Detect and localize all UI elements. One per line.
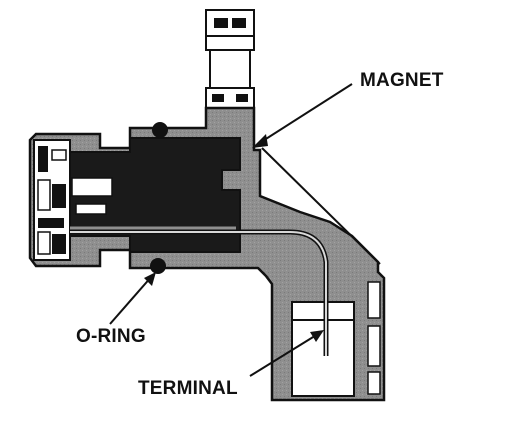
- terminal-wire: [70, 229, 329, 356]
- o-ring-label: O-RING: [76, 326, 146, 347]
- terminal-label: TERMINAL: [138, 378, 238, 399]
- leader-lines: [109, 83, 381, 377]
- lower-stem: [291, 281, 381, 397]
- o-rings: [150, 122, 168, 274]
- magnet-label: MAGNET: [360, 70, 444, 91]
- connector-housing: [33, 139, 71, 261]
- sensor-core: [69, 137, 241, 253]
- upper-stub: [205, 9, 255, 109]
